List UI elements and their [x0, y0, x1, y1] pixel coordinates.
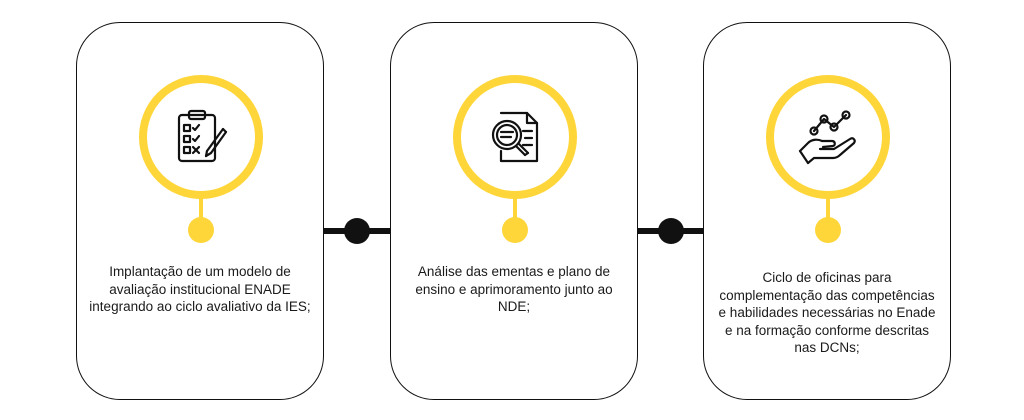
hand-growth-chart-icon [796, 107, 860, 167]
icon-ring [453, 75, 577, 199]
document-magnifier-icon [485, 107, 545, 167]
connector-dot [344, 218, 370, 244]
pin-stem [199, 197, 203, 219]
step-description: Ciclo de oficinas para complementação da… [718, 270, 936, 355]
step-description: Análise das ementas e plano de ensino e … [415, 264, 613, 314]
step-card-1: Implantação de um modelo de avaliação in… [76, 22, 324, 400]
pin-knob [815, 217, 841, 243]
step-card-3: Ciclo de oficinas para complementação da… [703, 22, 951, 400]
pin-knob [502, 217, 528, 243]
pin-stem [826, 197, 830, 219]
connector-dot [658, 218, 684, 244]
pin-stem [513, 197, 517, 219]
step-description: Implantação de um modelo de avaliação in… [89, 264, 311, 314]
step-card-2: Análise das ementas e plano de ensino e … [390, 22, 638, 400]
clipboard-checklist-icon [171, 107, 231, 167]
pin-knob [188, 217, 214, 243]
icon-ring [139, 75, 263, 199]
icon-ring [766, 75, 890, 199]
